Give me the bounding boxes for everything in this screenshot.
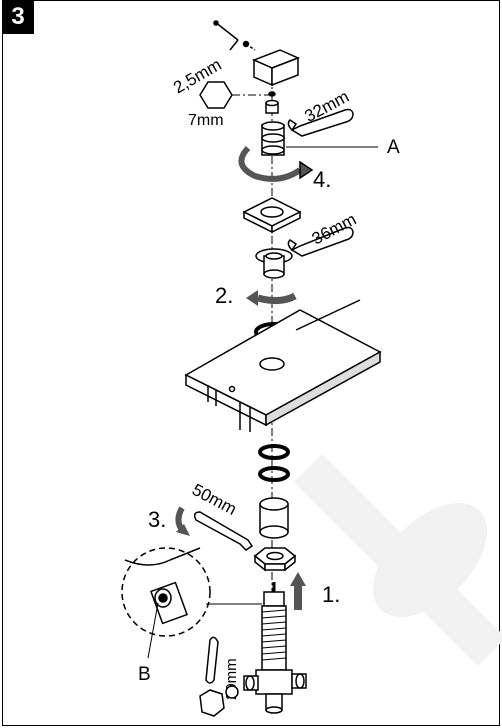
wrench-36-icon (287, 226, 354, 257)
square-flange (242, 197, 302, 234)
detail-circle (121, 547, 262, 637)
wrench-50-icon (193, 511, 254, 551)
part-b-label: B (138, 664, 151, 685)
watermark (293, 453, 502, 667)
part-a-label: A (387, 137, 400, 158)
seal-ring-1 (258, 444, 290, 460)
step-3-label: 3. (148, 507, 166, 532)
rotate-arrow-2 (246, 290, 297, 306)
wrench-32-icon (287, 108, 354, 137)
rotate-arrow-3 (175, 506, 190, 536)
seal-ring-2 (258, 466, 290, 482)
valve-body (243, 582, 307, 714)
rotate-arrow-4 (238, 145, 314, 182)
hex-size-label: 7mm (188, 112, 224, 129)
allen-key-icon (213, 20, 256, 51)
hex-nut (253, 547, 297, 572)
up-arrow-1 (290, 572, 306, 610)
nut-36 (255, 248, 293, 279)
leader-b (147, 602, 159, 659)
hex-icon (199, 81, 270, 109)
sleeve (259, 497, 289, 539)
step-1-label: 1. (322, 582, 340, 607)
step-number-badge: 3 (2, 0, 34, 34)
small-nut (265, 91, 279, 114)
step-2-label: 2. (215, 283, 233, 308)
wrench-29-icon (205, 636, 219, 684)
step-4-label: 4. (313, 167, 331, 192)
small-fitting (199, 685, 239, 717)
part-a-adapter (261, 121, 285, 156)
countertop-plate (184, 299, 382, 432)
handle-cap (252, 49, 300, 87)
